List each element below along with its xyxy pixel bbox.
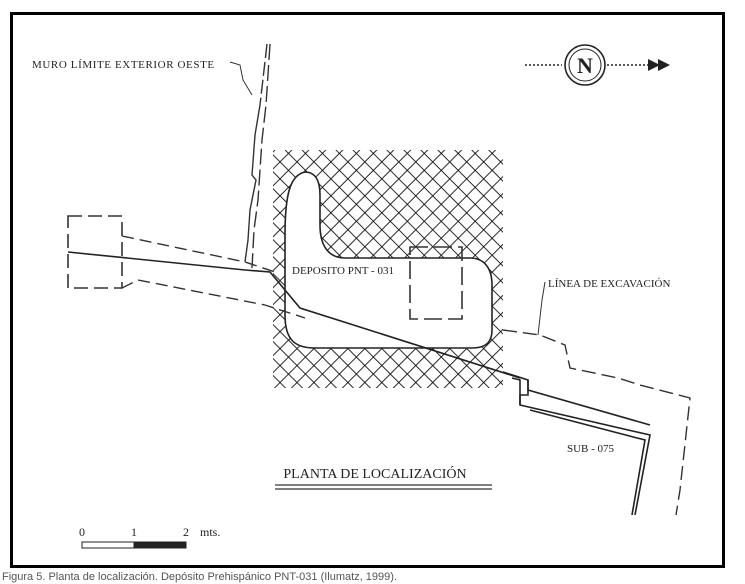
scale-tick-2: 2 — [183, 525, 189, 539]
west-wall — [244, 43, 271, 269]
main-wall-line — [67, 251, 521, 379]
excavation-leader — [537, 281, 546, 336]
wall-leader — [229, 61, 253, 96]
wall-label: MURO LÍMITE EXTERIOR OESTE — [32, 59, 215, 71]
deposit-outline — [284, 171, 493, 349]
sub-075-wall — [502, 371, 651, 516]
north-letter: N — [577, 53, 593, 78]
west-unit-square — [67, 215, 123, 289]
excavation-dashes-west — [121, 235, 306, 319]
plan-title: PLANTA DE LOCALIZACIÓN — [283, 465, 466, 482]
scale-tick-1: 1 — [131, 525, 137, 539]
excavation-dashes-east — [502, 329, 691, 516]
scale-bar — [81, 541, 187, 549]
figure-caption: Figura 5. Planta de localización. Depósi… — [2, 571, 397, 583]
deposit-label: DEPOSITO PNT - 031 — [292, 265, 394, 277]
excavation-hatch-area — [273, 150, 503, 388]
sub-label: SUB - 075 — [567, 443, 615, 455]
north-arrow — [525, 44, 670, 86]
deposit-unit-square — [409, 246, 463, 320]
excavation-label: LÍNEA DE EXCAVACIÓN — [548, 278, 670, 290]
scale-tick-0: 0 — [79, 525, 85, 539]
scale-unit: mts. — [200, 525, 220, 539]
